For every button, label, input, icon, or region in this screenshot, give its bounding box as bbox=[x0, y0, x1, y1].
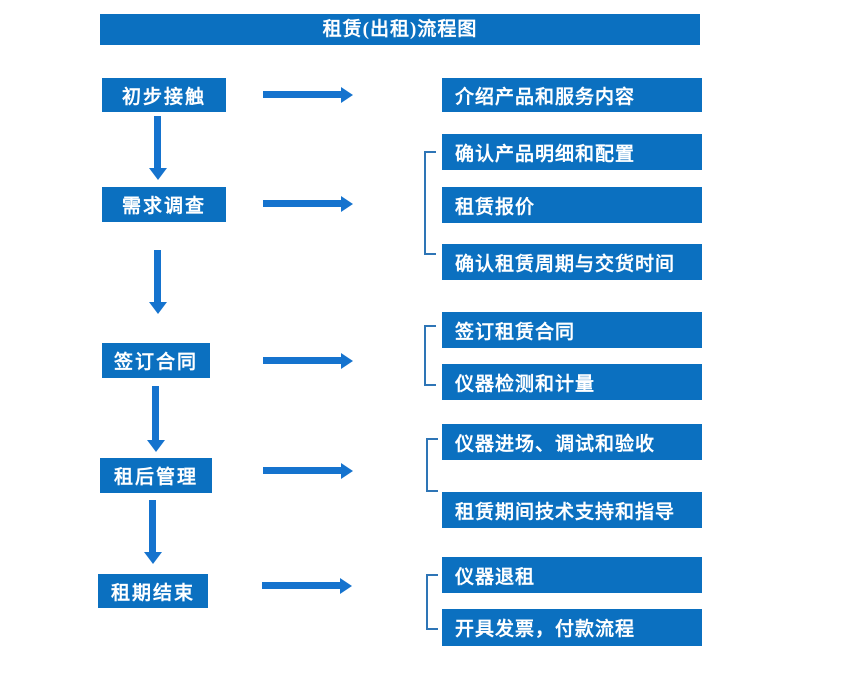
down-arrow-1 bbox=[149, 116, 167, 180]
right-arrow-1 bbox=[263, 87, 353, 103]
down-arrow-3 bbox=[147, 386, 165, 452]
right-arrow-head-icon bbox=[341, 196, 353, 212]
right-arrow-head-icon bbox=[341, 463, 353, 479]
step-box-post-rental-management: 租后管理 bbox=[100, 458, 212, 493]
step-box-demand-survey: 需求调查 bbox=[102, 187, 226, 222]
down-arrow-shaft bbox=[149, 500, 156, 554]
step-box-rental-end: 租期结束 bbox=[98, 574, 208, 608]
right-arrow-head-icon bbox=[340, 578, 352, 594]
group-bracket-demand-survey bbox=[424, 151, 436, 255]
detail-box-confirm-rental-period: 确认租赁周期与交货时间 bbox=[442, 244, 702, 280]
right-arrow-2 bbox=[263, 196, 353, 212]
right-arrow-shaft bbox=[263, 467, 342, 474]
down-arrow-shaft bbox=[154, 116, 161, 170]
down-arrow-head-icon bbox=[149, 168, 167, 180]
right-arrow-head-icon bbox=[341, 353, 353, 369]
right-arrow-5 bbox=[262, 578, 352, 594]
down-arrow-shaft bbox=[154, 250, 161, 304]
right-arrow-shaft bbox=[263, 91, 342, 98]
detail-box-introduce-products: 介绍产品和服务内容 bbox=[442, 78, 702, 112]
group-bracket-sign-contract bbox=[424, 325, 436, 386]
detail-box-rental-quotation: 租赁报价 bbox=[442, 187, 702, 223]
detail-box-invoice-payment: 开具发票，付款流程 bbox=[442, 609, 702, 646]
detail-box-confirm-product-details: 确认产品明细和配置 bbox=[442, 134, 702, 170]
down-arrow-shaft bbox=[152, 386, 159, 442]
down-arrow-head-icon bbox=[147, 440, 165, 452]
down-arrow-4 bbox=[144, 500, 162, 564]
detail-box-instrument-return: 仪器退租 bbox=[442, 557, 702, 593]
down-arrow-head-icon bbox=[144, 552, 162, 564]
detail-box-sign-rental-contract: 签订租赁合同 bbox=[442, 312, 702, 348]
down-arrow-2 bbox=[149, 250, 167, 314]
right-arrow-shaft bbox=[263, 357, 342, 364]
right-arrow-4 bbox=[263, 463, 353, 479]
detail-box-instrument-testing: 仪器检测和计量 bbox=[442, 364, 702, 400]
group-bracket-rental-end bbox=[426, 574, 438, 630]
step-box-initial-contact: 初步接触 bbox=[102, 78, 226, 112]
detail-box-instrument-arrival: 仪器进场、调试和验收 bbox=[442, 424, 702, 460]
flowchart-title: 租赁(出租)流程图 bbox=[100, 14, 700, 45]
right-arrow-shaft bbox=[263, 200, 342, 207]
right-arrow-head-icon bbox=[341, 87, 353, 103]
detail-box-technical-support: 租赁期间技术支持和指导 bbox=[442, 492, 702, 528]
down-arrow-head-icon bbox=[149, 302, 167, 314]
right-arrow-shaft bbox=[262, 582, 341, 589]
group-bracket-post-rental bbox=[426, 438, 438, 492]
step-box-sign-contract: 签订合同 bbox=[102, 343, 210, 378]
right-arrow-3 bbox=[263, 353, 353, 369]
